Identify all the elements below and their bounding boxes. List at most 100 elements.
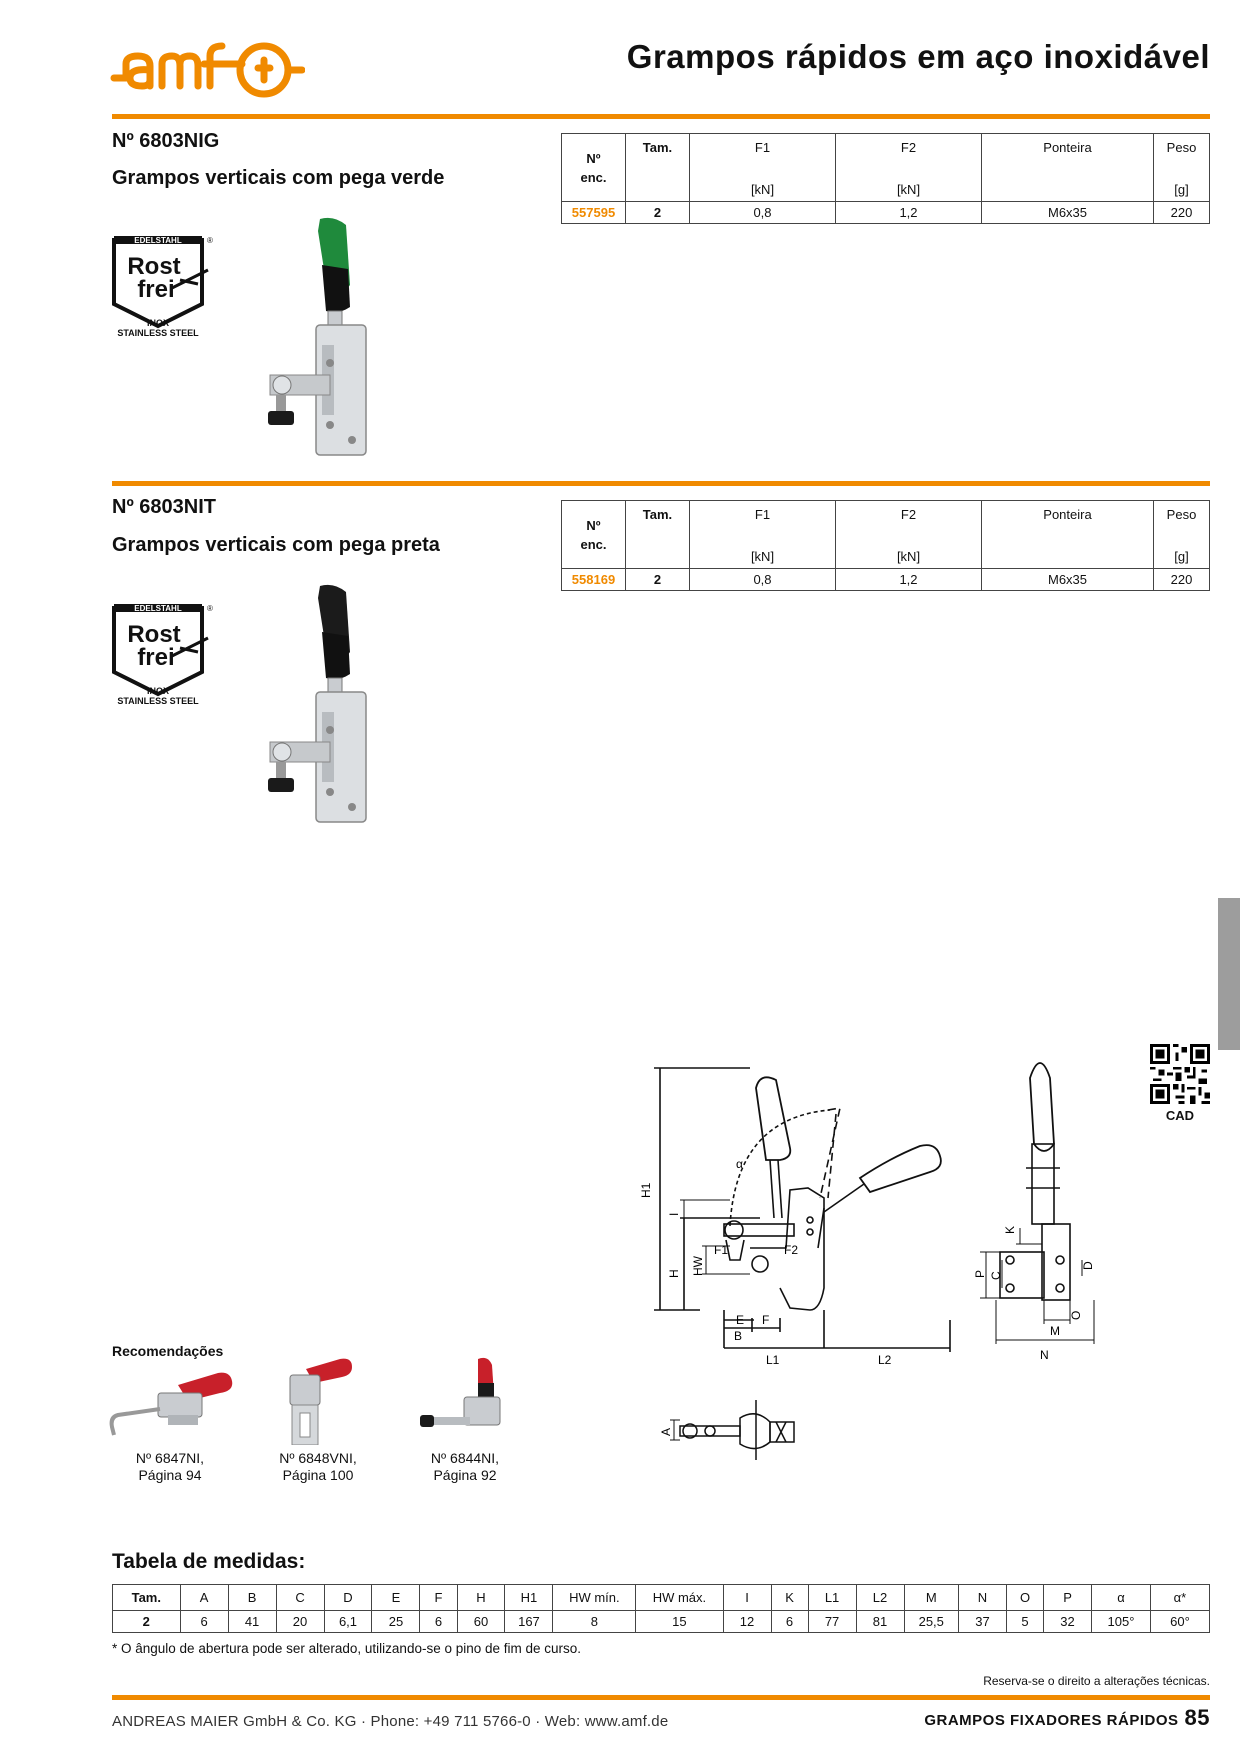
col-f1: F1[kN]: [689, 500, 836, 569]
header-rule: [112, 114, 1210, 119]
dim-header: α: [1091, 1584, 1151, 1611]
svg-text:O: O: [1069, 1311, 1083, 1320]
reserve-note: Reserva-se o direito a alterações técnic…: [983, 1674, 1210, 1688]
svg-text:®: ®: [207, 236, 213, 245]
dim-value: 6: [179, 1610, 229, 1633]
svg-text:F2: F2: [784, 1243, 798, 1257]
dim-value: 20: [275, 1610, 325, 1633]
svg-text:amf: amf: [110, 103, 112, 105]
dim-value: 25: [371, 1610, 421, 1633]
svg-text:STAINLESS STEEL: STAINLESS STEEL: [117, 328, 199, 338]
col-tam: Tam.: [625, 133, 690, 202]
col-tam: Tam.: [625, 500, 690, 569]
svg-text:A: A: [660, 1428, 673, 1436]
footer-section-label: GRAMPOS FIXADORES RÁPIDOS: [924, 1712, 1179, 1729]
dim-header: F: [419, 1584, 458, 1611]
dimensions-note: * O ângulo de abertura pode ser alterado…: [112, 1641, 582, 1656]
product-code: Nº 6803NIG: [112, 130, 220, 152]
cad-qr-code[interactable]: [1150, 1044, 1210, 1104]
svg-text:K: K: [1003, 1226, 1017, 1234]
dim-header: C: [275, 1584, 325, 1611]
rec-clamp-6844ni[interactable]: [410, 1355, 540, 1445]
rec-item[interactable]: Nº 6847NI,Página 94: [135, 1450, 205, 1483]
svg-text:N: N: [1040, 1348, 1049, 1362]
svg-text:L2: L2: [878, 1353, 892, 1367]
top-view-drawing: A: [660, 1400, 795, 1460]
svg-text:B: B: [734, 1329, 742, 1343]
product-code: Nº 6803NIT: [112, 496, 217, 518]
dim-value: 60°: [1149, 1610, 1211, 1633]
dim-header: H: [456, 1584, 506, 1611]
col-f1: F1[kN]: [689, 133, 836, 202]
rec-clamp-6848vni[interactable]: [256, 1355, 386, 1445]
svg-text:H1: H1: [640, 1182, 653, 1198]
svg-text:frei: frei: [137, 276, 174, 303]
rostfrei-badge: EDELSTAHL ® Rost frei INOX STAINLESS STE…: [112, 236, 213, 338]
dim-value: 6: [770, 1610, 809, 1633]
dim-value: 37: [958, 1610, 1007, 1633]
svg-text:α: α: [736, 1157, 743, 1171]
dim-value: 81: [855, 1610, 905, 1633]
svg-text:I: I: [667, 1213, 681, 1216]
technical-drawing: H1 I H HW F1 F2 α E F B L1 L2 K D P C O …: [640, 1062, 1095, 1367]
svg-text:F1: F1: [714, 1243, 728, 1257]
dim-header: N: [958, 1584, 1007, 1611]
recommendations-title: Recomendações: [112, 1343, 224, 1359]
svg-text:E: E: [736, 1313, 744, 1327]
rec-item[interactable]: Nº 6844NI,Página 92: [430, 1450, 500, 1483]
dim-value: 8: [552, 1610, 637, 1633]
dim-header: K: [770, 1584, 809, 1611]
order-code[interactable]: 558169: [561, 568, 626, 591]
dim-value: 5: [1005, 1610, 1045, 1633]
svg-text:M: M: [1050, 1324, 1060, 1338]
product-subtitle: Grampos verticais com pega preta: [112, 534, 440, 556]
col-peso: Peso[g]: [1153, 500, 1210, 569]
col-ponteira: Ponteira: [981, 133, 1154, 202]
dim-header: HW mín.: [552, 1584, 637, 1611]
dim-value: 15: [635, 1610, 724, 1633]
clamp-photo-green: [268, 217, 367, 456]
dim-value: 25,5: [903, 1610, 960, 1633]
dim-value: 60: [456, 1610, 506, 1633]
col-f2: F2[kN]: [835, 500, 982, 569]
dim-value: 77: [807, 1610, 857, 1633]
rec-item[interactable]: Nº 6848VNI,Página 100: [279, 1450, 357, 1483]
dim-value: 6: [419, 1610, 458, 1633]
rec-clamp-6847ni[interactable]: [108, 1365, 238, 1455]
dim-value: 41: [227, 1610, 277, 1633]
dim-header: H1: [504, 1584, 554, 1611]
dim-header: E: [371, 1584, 421, 1611]
dim-header: D: [323, 1584, 373, 1611]
amf-logo: amf: [110, 42, 305, 105]
svg-text:HW: HW: [691, 1255, 705, 1276]
table-row: 558169 2 0,8 1,2 M6x35 220: [561, 568, 1210, 591]
svg-text:Rost: Rost: [127, 621, 180, 648]
dim-value: 12: [722, 1610, 772, 1633]
dim-value: 6,1: [323, 1610, 373, 1633]
col-ponteira: Ponteira: [981, 500, 1154, 569]
svg-text:C: C: [989, 1271, 1003, 1280]
svg-text:STAINLESS STEEL: STAINLESS STEEL: [117, 696, 199, 706]
svg-text:INOX: INOX: [147, 686, 169, 696]
svg-text:EDELSTAHL: EDELSTAHL: [134, 236, 182, 245]
footer-rule: [112, 1695, 1210, 1700]
svg-text:frei: frei: [137, 644, 174, 671]
svg-text:H: H: [667, 1269, 681, 1278]
page-title: Grampos rápidos em aço inoxidável: [626, 38, 1210, 75]
col-f2: F2[kN]: [835, 133, 982, 202]
footer-contact: ANDREAS MAIER GmbH & Co. KG · Phone: +49…: [112, 1713, 669, 1730]
cad-label: CAD: [1165, 1108, 1195, 1123]
order-code[interactable]: 557595: [561, 201, 626, 224]
table-row: 557595 2 0,8 1,2 M6x35 220: [561, 201, 1210, 224]
dim-header: Tam.: [112, 1584, 181, 1611]
dim-value: 32: [1043, 1610, 1093, 1633]
svg-text:L1: L1: [766, 1353, 780, 1367]
side-tab: [1218, 898, 1240, 1050]
